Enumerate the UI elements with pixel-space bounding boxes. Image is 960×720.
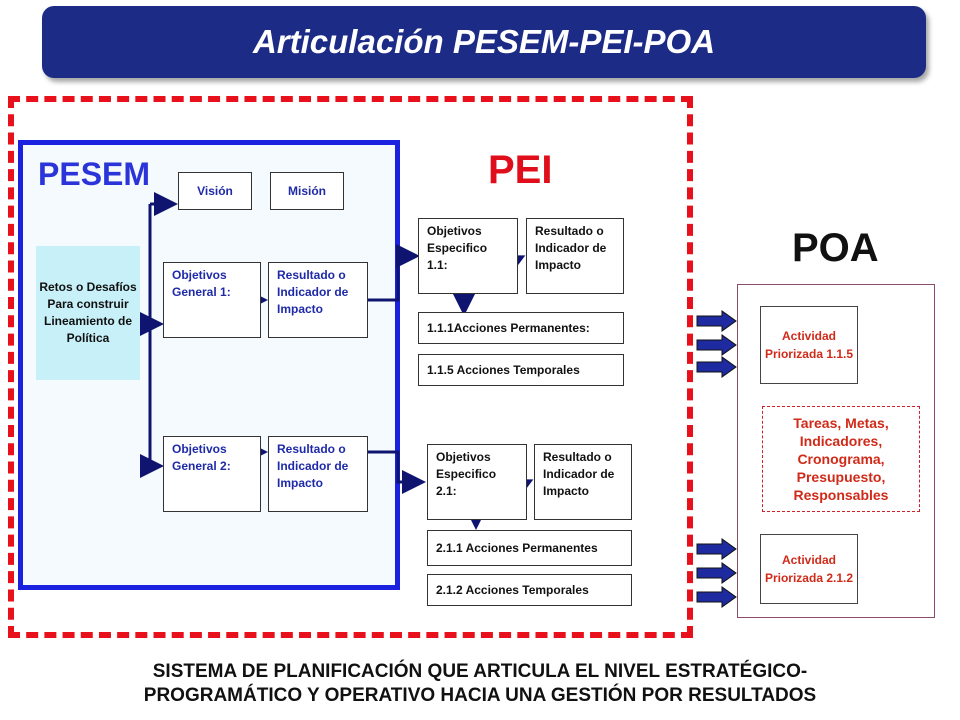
poa-arrow-4 <box>696 538 737 560</box>
resultado-especifico-1-text: Resultado o Indicador de Impacto <box>535 224 607 272</box>
acciones-permanentes-2-box: 2.1.1 Acciones Permanentes <box>427 530 632 566</box>
objetivo-general-1-text: Objetivos General 1: <box>172 268 231 299</box>
poa-arrow-1 <box>696 310 737 332</box>
retos-desafios-text: Retos o Desafíos Para construir Lineamie… <box>39 280 137 345</box>
resultado-impacto-2-box: Resultado o Indicador de Impacto <box>268 436 368 512</box>
vision-text: Visión <box>197 183 233 198</box>
acciones-temporales-2-box: 2.1.2 Acciones Temporales <box>427 574 632 606</box>
actividad-priorizada-2-text: Actividad Priorizada 2.1.2 <box>764 553 854 585</box>
tareas-text: Tareas, Metas, Indicadores, Cronograma, … <box>793 415 889 503</box>
pesem-pei-arrow-2 <box>368 450 426 494</box>
pesem-label: PESEM <box>38 156 151 192</box>
resultado-impacto-1-box: Resultado o Indicador de Impacto <box>268 262 368 338</box>
acciones-permanentes-1-box: 1.1.1Acciones Permanentes: <box>418 312 624 344</box>
retos-desafios-box: Retos o Desafíos Para construir Lineamie… <box>36 246 140 380</box>
footer-line-2: PROGRAMÁTICO Y OPERATIVO HACIA UNA GESTI… <box>143 685 817 706</box>
poa-arrow-2 <box>696 334 737 356</box>
pei-label: PEI <box>488 148 553 192</box>
objetivo-general-2-box: Objetivos General 2: <box>163 436 261 512</box>
objetivo-especifico-1-text: Objetivos Especifico 1.1: <box>427 224 488 272</box>
actividad-priorizada-1-text: Actividad Priorizada 1.1.5 <box>764 329 854 361</box>
objetivo-especifico-2-box: Objetivos Especifico 2.1: <box>427 444 527 520</box>
acciones-permanentes-1-text: 1.1.1Acciones Permanentes: <box>427 320 590 335</box>
tareas-box: Tareas, Metas, Indicadores, Cronograma, … <box>762 406 920 512</box>
page-title: Articulación PESEM-PEI-POA <box>252 23 716 60</box>
mision-box: Misión <box>270 172 344 210</box>
resultado-impacto-1-text: Resultado o Indicador de Impacto <box>277 268 349 316</box>
poa-arrow-5 <box>696 562 737 584</box>
acciones-permanentes-2-text: 2.1.1 Acciones Permanentes <box>436 540 598 555</box>
vision-box: Visión <box>178 172 252 210</box>
resultado-especifico-2-text: Resultado o Indicador de Impacto <box>543 450 615 498</box>
mision-text: Misión <box>288 183 326 198</box>
resultado-impacto-2-text: Resultado o Indicador de Impacto <box>277 442 349 490</box>
acciones-temporales-2-text: 2.1.2 Acciones Temporales <box>436 582 589 597</box>
poa-arrow-3 <box>696 356 737 378</box>
resultado-especifico-2-box: Resultado o Indicador de Impacto <box>534 444 632 520</box>
actividad-priorizada-2-box: Actividad Priorizada 2.1.2 <box>760 534 858 604</box>
footer-line-1: SISTEMA DE PLANIFICACIÓN QUE ARTICULA EL… <box>152 661 808 682</box>
footer-caption: SISTEMA DE PLANIFICACIÓN QUE ARTICULA EL… <box>0 660 960 708</box>
actividad-priorizada-1-box: Actividad Priorizada 1.1.5 <box>760 306 858 384</box>
acciones-temporales-1-text: 1.1.5 Acciones Temporales <box>427 362 580 377</box>
objetivo-general-1-box: Objetivos General 1: <box>163 262 261 338</box>
pesem-pei-arrow-1 <box>368 244 420 302</box>
poa-label: POA <box>792 226 879 270</box>
objetivo-especifico-2-text: Objetivos Especifico 2.1: <box>436 450 497 498</box>
poa-arrow-6 <box>696 586 737 608</box>
objetivo-especifico-1-box: Objetivos Especifico 1.1: <box>418 218 518 294</box>
pei-dashed-boundary <box>8 96 693 638</box>
acciones-temporales-1-box: 1.1.5 Acciones Temporales <box>418 354 624 386</box>
resultado-especifico-1-box: Resultado o Indicador de Impacto <box>526 218 624 294</box>
objetivo-general-2-text: Objetivos General 2: <box>172 442 231 473</box>
title-banner: Articulación PESEM-PEI-POA <box>42 6 926 78</box>
